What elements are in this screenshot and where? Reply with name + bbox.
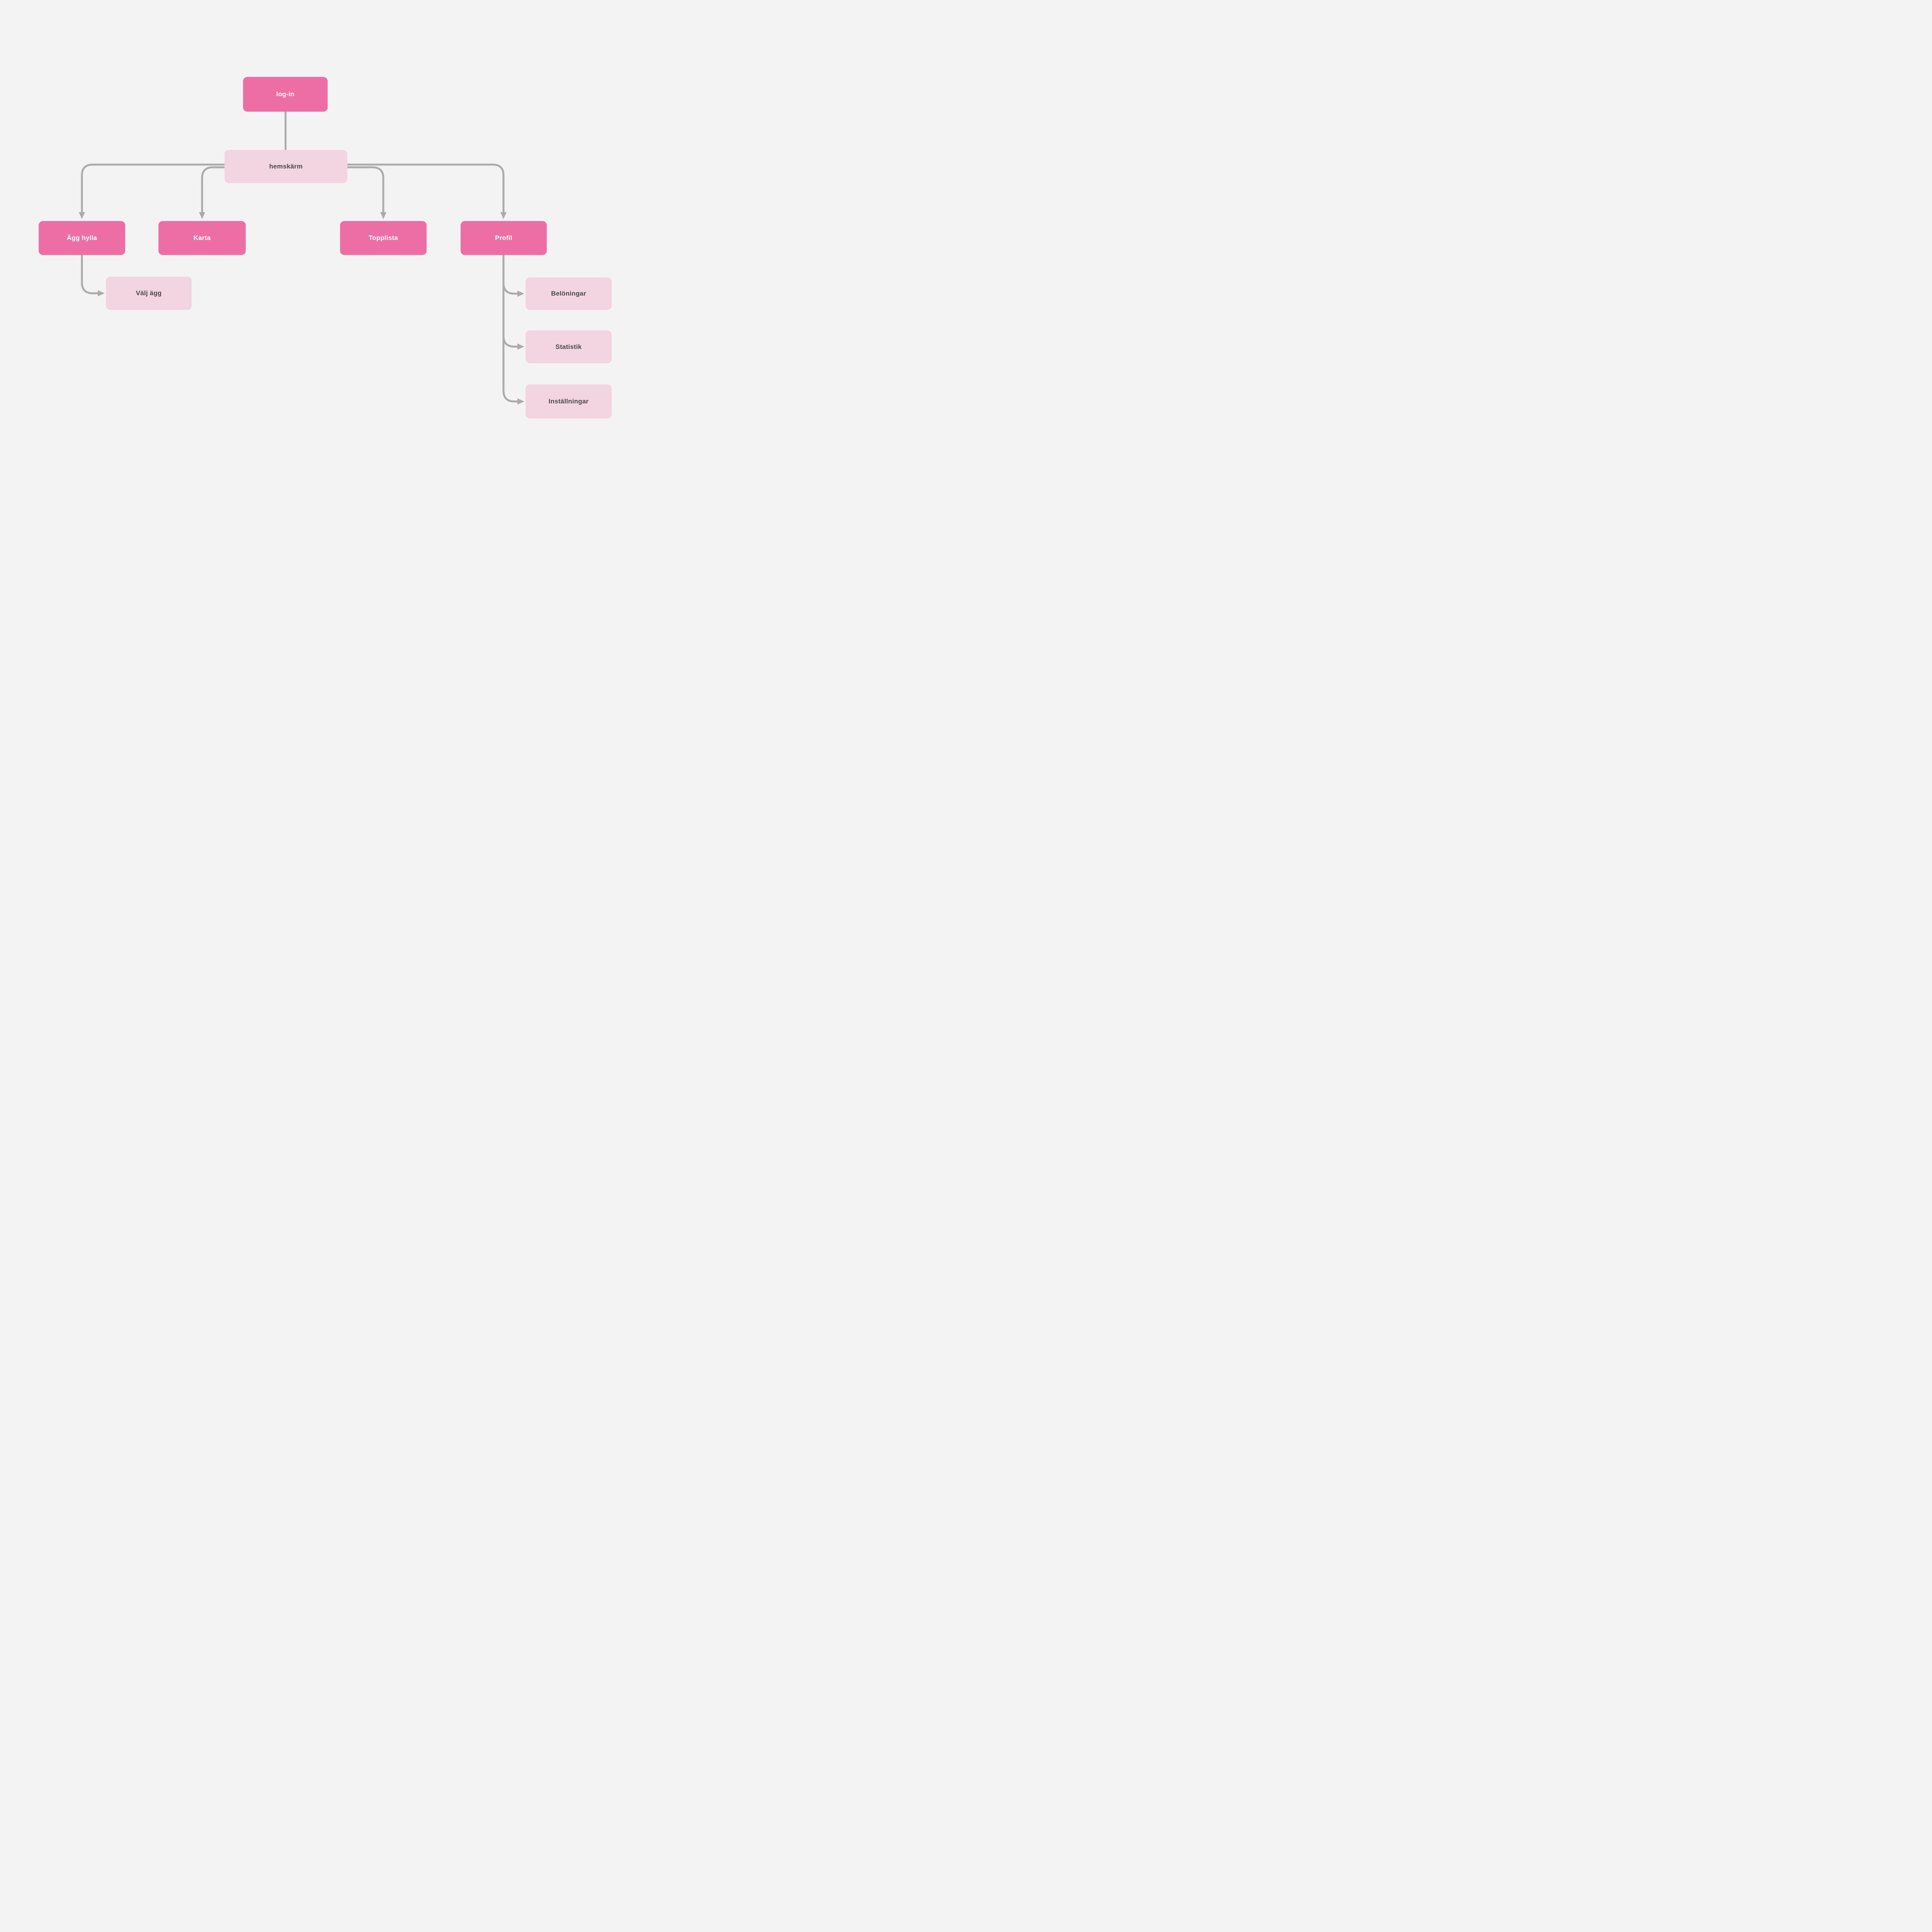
node-statistik-label: Statistik: [555, 343, 582, 350]
node-profil[interactable]: Profil: [461, 221, 547, 255]
edge-hemskarm-to-topplista: [347, 166, 386, 219]
edge-agg-hylla-to-valj-agg: [81, 255, 105, 296]
node-agg-hylla[interactable]: Ägg hylla: [39, 221, 125, 255]
node-karta-label: Karta: [193, 234, 211, 242]
node-hemskarm[interactable]: hemskärm: [224, 150, 347, 183]
node-login-label: log-in: [276, 90, 295, 98]
edge-profil-to-statistik: [502, 255, 524, 350]
node-hemskarm-label: hemskärm: [269, 163, 303, 170]
node-beloningar[interactable]: Belöningar: [526, 277, 612, 310]
node-installningar-label: Inställningar: [548, 398, 589, 405]
edge-profil-to-beloningar: [502, 255, 524, 297]
node-statistik[interactable]: Statistik: [526, 330, 612, 363]
node-topplista-label: Topplista: [368, 234, 398, 242]
edge-profil-to-installningar: [502, 255, 524, 405]
node-beloningar-label: Belöningar: [551, 290, 586, 297]
edge-hemskarm-to-agg-hylla: [79, 163, 224, 219]
node-karta[interactable]: Karta: [158, 221, 246, 255]
node-agg-hylla-label: Ägg hylla: [66, 234, 97, 242]
node-profil-label: Profil: [495, 234, 512, 242]
node-topplista[interactable]: Topplista: [340, 221, 427, 255]
node-login[interactable]: log-in: [243, 77, 328, 112]
edge-hemskarm-to-karta: [199, 166, 224, 219]
flowchart-canvas: log-in hemskärm Ägg hylla Karta Topplist…: [0, 0, 641, 490]
node-valj-agg-label: Välj ägg: [136, 289, 162, 297]
node-valj-agg[interactable]: Välj ägg: [106, 277, 192, 310]
node-installningar[interactable]: Inställningar: [526, 384, 612, 418]
edge-hemskarm-to-profil: [347, 163, 507, 219]
connectors-layer: [79, 112, 524, 405]
